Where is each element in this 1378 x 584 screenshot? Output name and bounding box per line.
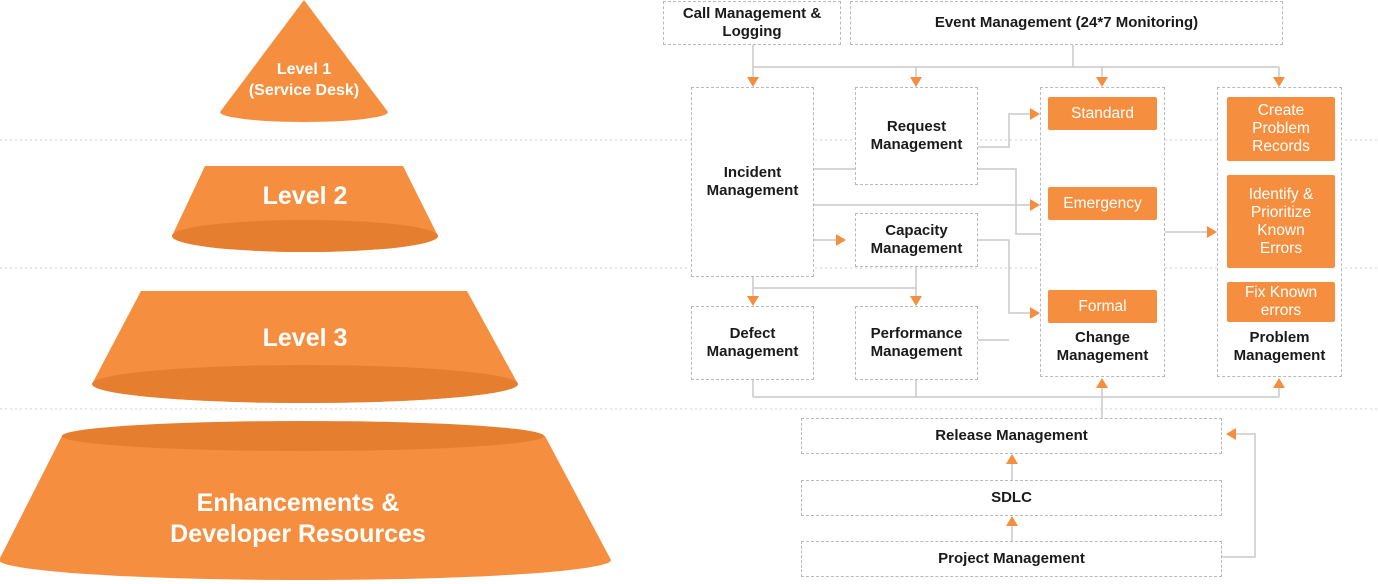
pyramid <box>0 0 611 580</box>
arrow-up-to-change <box>1096 378 1108 388</box>
project-management-box: Project Management <box>801 541 1222 577</box>
problem-management-title: Problem Management <box>1233 329 1326 364</box>
release-management-box: Release Management <box>801 418 1222 454</box>
arrow-to-defect <box>747 296 759 306</box>
arrow-to-emergency <box>1030 199 1040 211</box>
change-management-box <box>1040 87 1165 377</box>
arrow-to-problem <box>1273 77 1285 87</box>
line-request-to-change <box>978 168 1040 235</box>
arrow-to-change <box>1096 77 1108 87</box>
level-1-shape <box>220 0 388 122</box>
arrow-to-problem-mgmt <box>1207 226 1217 238</box>
incident-management-box: Incident Management <box>691 87 814 277</box>
problem-item-fix: Fix Known errors <box>1227 282 1335 322</box>
arrow-to-request <box>910 77 922 87</box>
line-capacity-formal <box>978 239 1030 314</box>
performance-management-box: Performance Management <box>855 306 978 380</box>
arrow-to-capacity <box>836 234 846 246</box>
level-3-label: Level 3 <box>262 323 348 352</box>
problem-item-identify: Identify & Prioritize Known Errors <box>1227 175 1335 268</box>
defect-management-box: Defect Management <box>691 306 814 380</box>
event-management-box: Event Management (24*7 Monitoring) <box>850 1 1283 45</box>
call-management-box: Call Management & Logging <box>663 1 841 45</box>
change-item-emergency: Emergency <box>1048 187 1157 220</box>
capacity-management-box: Capacity Management <box>855 213 978 267</box>
level-4-top <box>62 421 544 451</box>
level-2-base <box>172 220 438 252</box>
level-1-label: Level 1 (Service Desk) <box>248 61 360 99</box>
arrowheads <box>747 77 1285 526</box>
request-management-box: Request Management <box>855 87 978 185</box>
arrow-loop-to-release <box>1226 428 1236 440</box>
arrow-up-to-release <box>1006 454 1018 464</box>
level-4-label: Enhancements & Developer Resources <box>170 489 426 548</box>
problem-item-create: Create Problem Records <box>1227 97 1335 161</box>
line-project-loop <box>1222 433 1256 558</box>
change-item-formal: Formal <box>1048 290 1157 323</box>
level-4-shape <box>0 436 611 580</box>
level-2-label: Level 2 <box>262 181 348 210</box>
arrow-up-to-problem <box>1273 378 1285 388</box>
arrow-to-standard <box>1030 108 1040 120</box>
arrow-up-to-sdlc <box>1006 516 1018 526</box>
arrow-to-performance <box>910 296 922 306</box>
change-management-title: Change Management <box>1056 329 1149 364</box>
level-3-base <box>92 365 518 403</box>
line-request-standard <box>978 113 1030 148</box>
sdlc-box: SDLC <box>801 480 1222 516</box>
connectors <box>752 45 1280 558</box>
arrow-to-incident <box>747 77 759 87</box>
arrow-to-formal <box>1030 307 1040 319</box>
change-item-standard: Standard <box>1048 97 1157 130</box>
